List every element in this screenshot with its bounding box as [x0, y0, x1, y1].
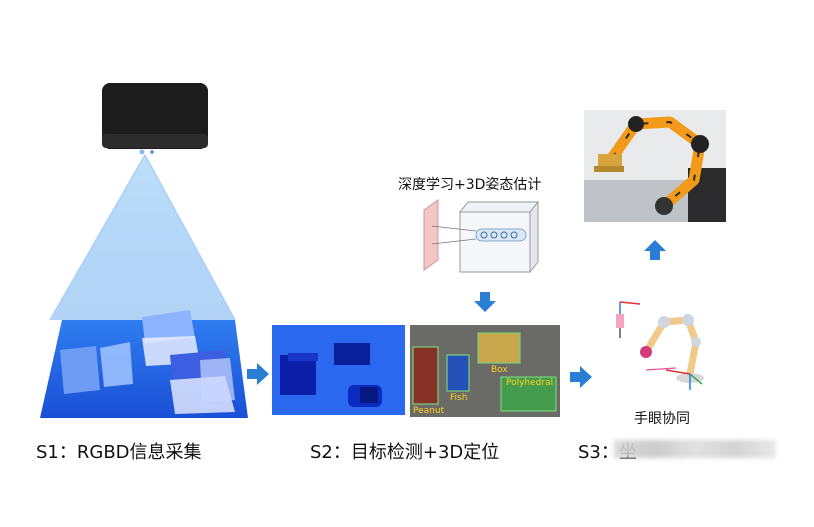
kinematic-arm-icon [616, 301, 704, 390]
s1-caption: S1：RGBD信息采集 [36, 442, 202, 463]
detection-label-fish: Fish [450, 393, 467, 403]
arrow-down-icon [474, 292, 496, 316]
camera-icon [40, 83, 248, 418]
deep-learning-label: 深度学习+3D姿态估计 [398, 177, 542, 193]
hand-eye-diagram [606, 292, 726, 400]
s2-depth-image [272, 325, 405, 415]
arrow-up-icon [644, 240, 666, 264]
detection-label-peanut: Peanut [413, 406, 445, 416]
deep-learning-diagram [420, 196, 550, 276]
arrow-right-icon [570, 366, 592, 392]
detection-label-box: Box [491, 365, 508, 375]
arrow-right-icon [247, 363, 269, 389]
robot-arm-photo [584, 110, 726, 222]
s1-camera-scene [30, 80, 260, 425]
hand-eye-label: 手眼协同 [634, 411, 690, 427]
detection-label-polyhedral: Polyhedral [506, 378, 553, 388]
s2-detection-image: Peanut Fish Box Polyhedral [410, 325, 560, 417]
s2-caption: S2：目标检测+3D定位 [310, 442, 500, 463]
watermark-blur [614, 440, 776, 458]
robot-arm-icon [584, 110, 726, 222]
